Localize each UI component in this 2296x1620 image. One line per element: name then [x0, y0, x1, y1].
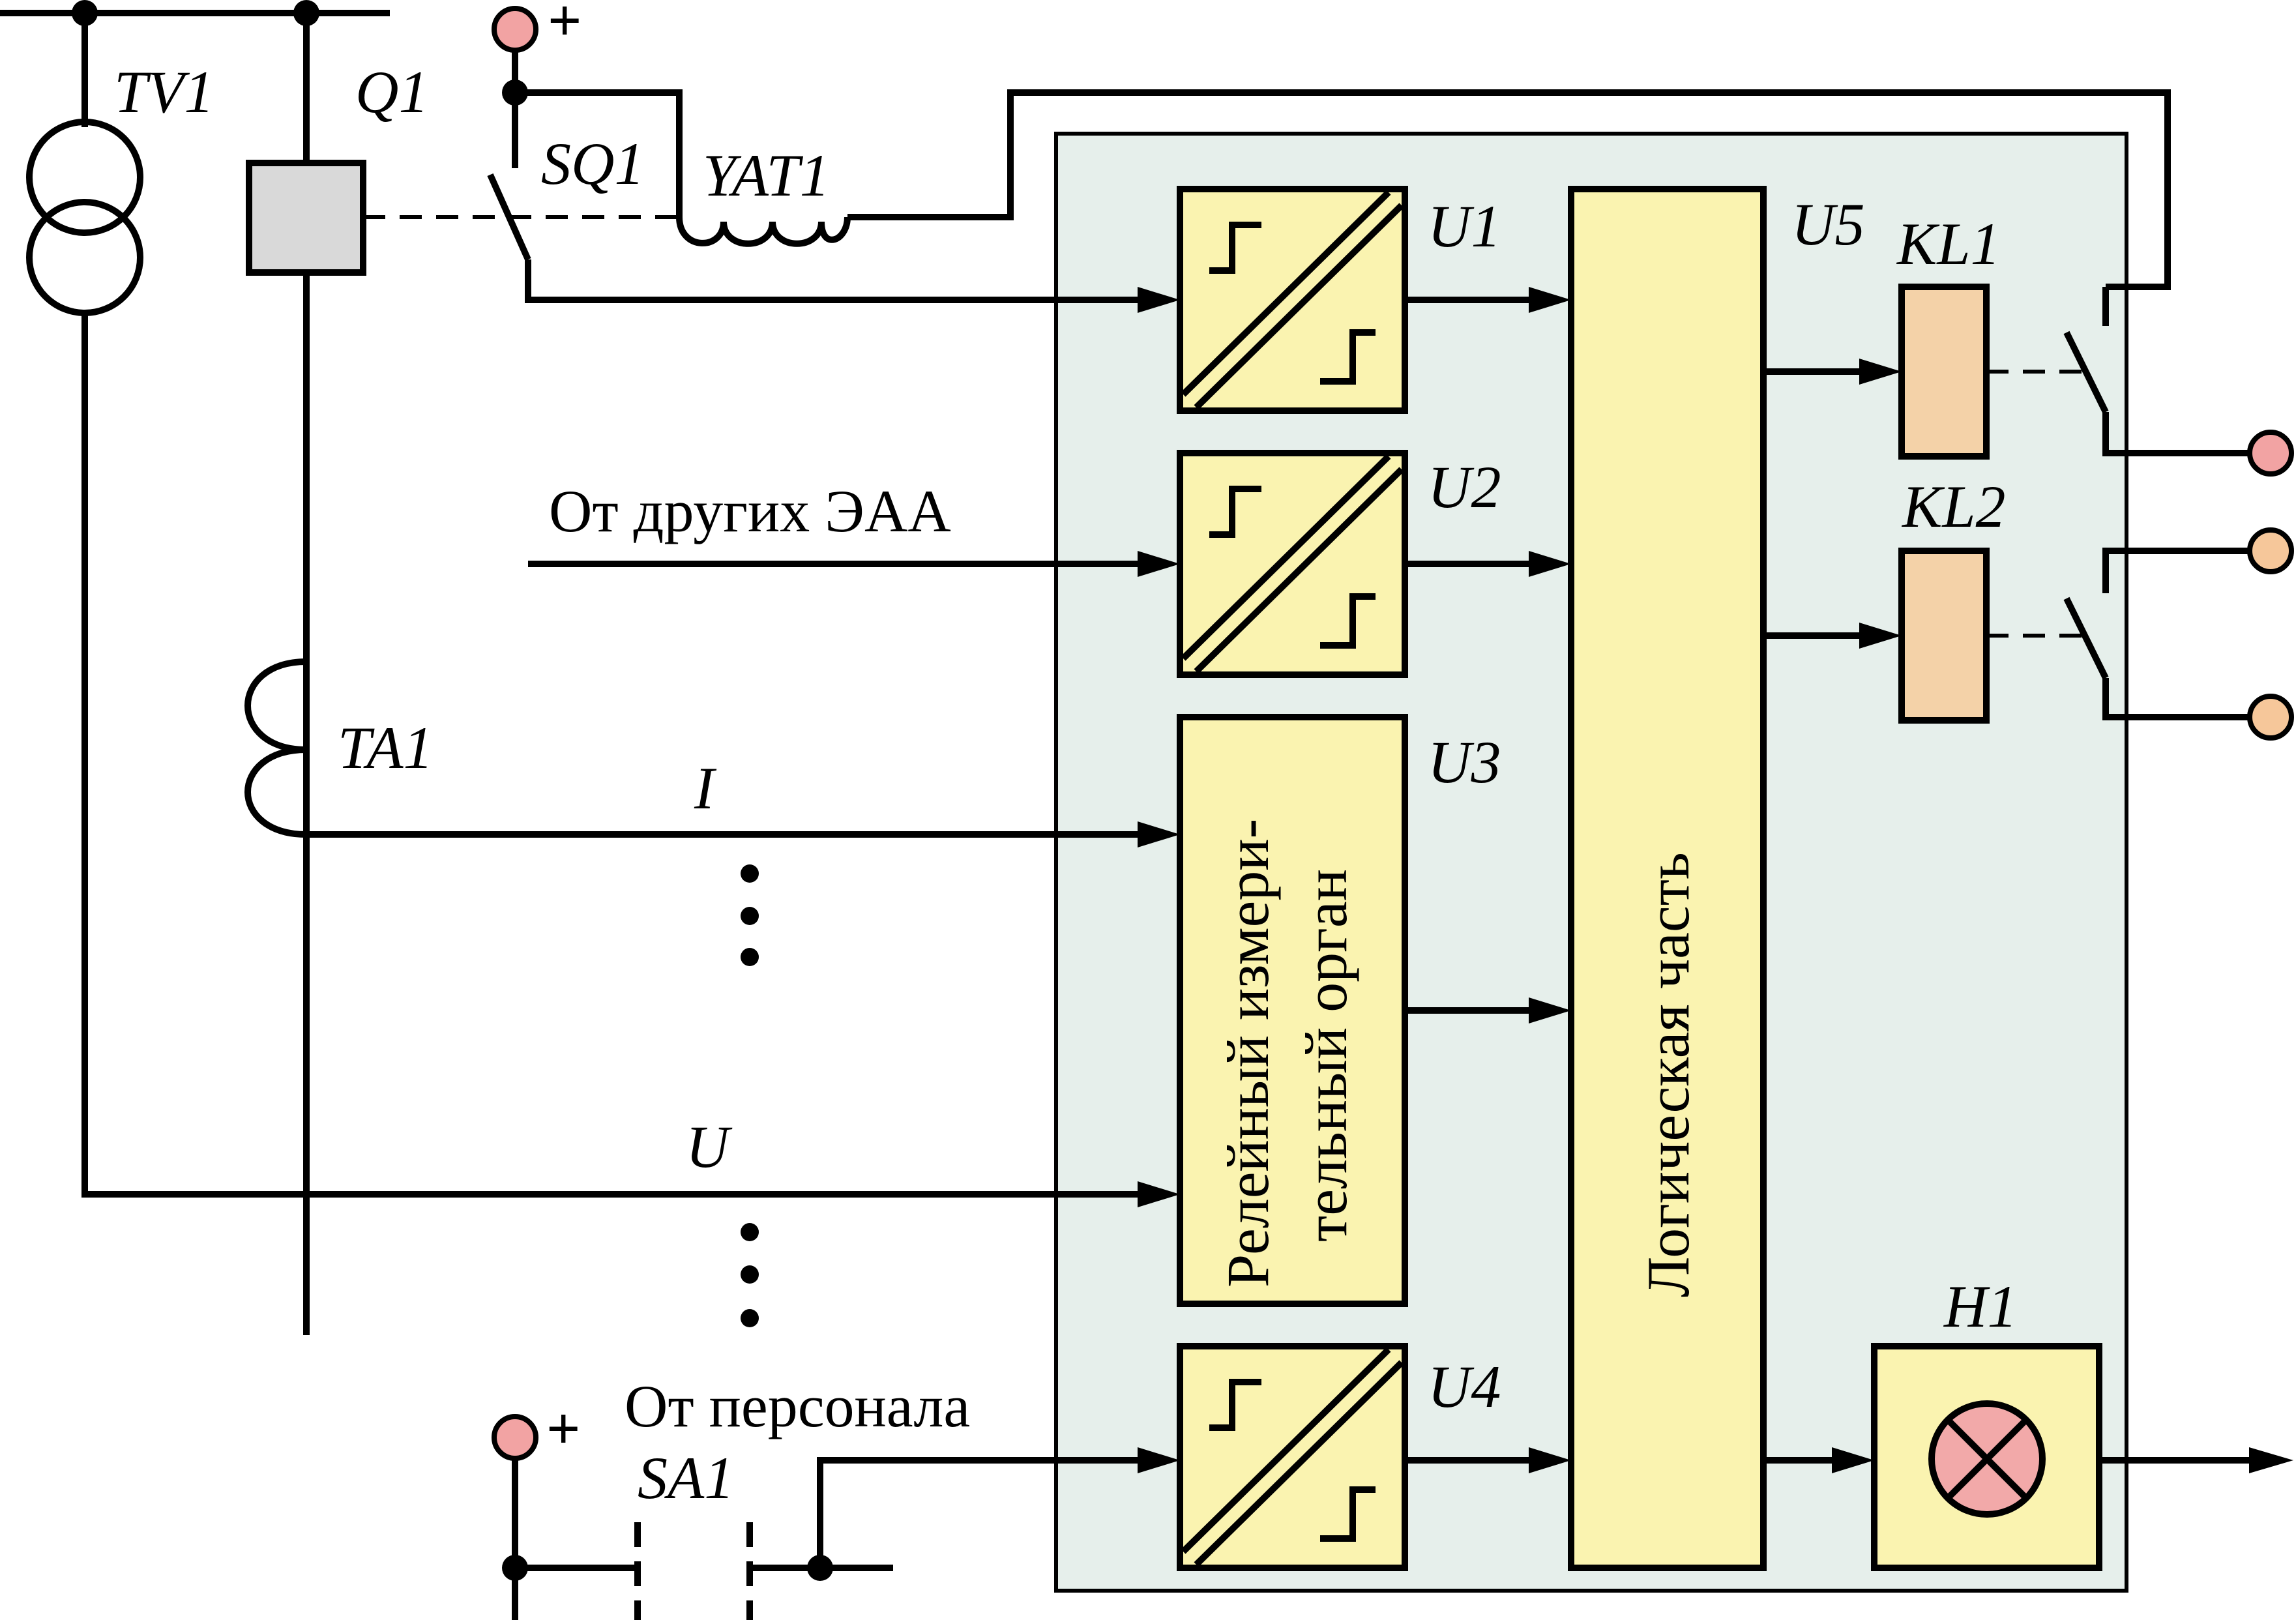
- plus-sign-top: +: [548, 0, 581, 53]
- output-terminal-kl2-b: [2247, 694, 2294, 741]
- breaker-q1: [246, 13, 366, 1335]
- step-up-icon: [1320, 329, 1376, 385]
- label-u1: U1: [1428, 193, 1501, 259]
- label-h1: H1: [1943, 1273, 2017, 1340]
- arrow-voltage: [1138, 1181, 1180, 1207]
- step-up-icon: [1209, 222, 1261, 274]
- step-up-icon: [1209, 486, 1261, 538]
- signal-lamp-h1: [1763, 1343, 2293, 1571]
- ellipsis-dots-lower: [741, 1223, 759, 1327]
- label-u2: U2: [1428, 454, 1501, 520]
- label-u5: U5: [1791, 191, 1864, 258]
- converter-u4: [1177, 1343, 1408, 1571]
- label-from-staff: От персонала: [625, 1373, 970, 1439]
- relay-kl2: [1763, 548, 2249, 724]
- signal-current-label: I: [694, 755, 717, 821]
- busbar: [0, 0, 390, 26]
- current-transformer-icon: [244, 658, 1144, 838]
- label-u3: U3: [1428, 729, 1501, 795]
- auxiliary-contact-sq1: [487, 93, 1144, 303]
- label-ta1: TA1: [338, 714, 434, 781]
- label-tv1: TV1: [114, 59, 214, 125]
- logic-unit-u5: [1568, 186, 1767, 1571]
- relay-kl1: [1763, 284, 2249, 460]
- step-up-icon: [1209, 1379, 1261, 1431]
- logic-unit-text: Логическая часть: [1635, 852, 1701, 1297]
- supply-terminal-bottom: [492, 1414, 538, 1620]
- arrow-current: [1138, 821, 1180, 847]
- label-kl2: KL2: [1901, 473, 2006, 540]
- label-yat1: YAT1: [703, 142, 830, 209]
- output-terminal-kl1: [2247, 430, 2294, 477]
- measuring-element-text-1: Релейный измери-: [1214, 819, 1281, 1288]
- label-u4: U4: [1428, 1353, 1501, 1420]
- label-from-other: От других ЭАА: [549, 478, 951, 544]
- arrow-to-u1: [1138, 287, 1180, 313]
- output-terminal-kl2-a: [2247, 527, 2294, 574]
- links-to-logic: [1405, 287, 1571, 1473]
- label-sq1: SQ1: [541, 130, 644, 197]
- label-sa1: SA1: [638, 1445, 734, 1511]
- step-up-icon: [1320, 593, 1376, 649]
- arrow-to-u4: [1138, 1447, 1180, 1473]
- trip-coil-icon: [515, 89, 2171, 290]
- arrow-to-u2: [1138, 551, 1180, 577]
- step-up-icon: [1320, 1486, 1376, 1542]
- voltage-transformer-icon: [26, 13, 1144, 1198]
- signal-lamp-icon: [1928, 1400, 2046, 1518]
- plus-sign-bottom: +: [546, 1395, 580, 1462]
- converter-u1: [1177, 186, 1408, 414]
- ellipsis-dots-upper: [741, 864, 759, 966]
- pushbutton-sa1: [515, 1457, 1144, 1620]
- converter-u2: [1177, 450, 1408, 678]
- signal-voltage-label: U: [686, 1113, 733, 1180]
- label-kl1: KL1: [1896, 211, 2001, 277]
- label-q1: Q1: [355, 59, 428, 125]
- measuring-element-text-2: тельный орган: [1293, 869, 1359, 1242]
